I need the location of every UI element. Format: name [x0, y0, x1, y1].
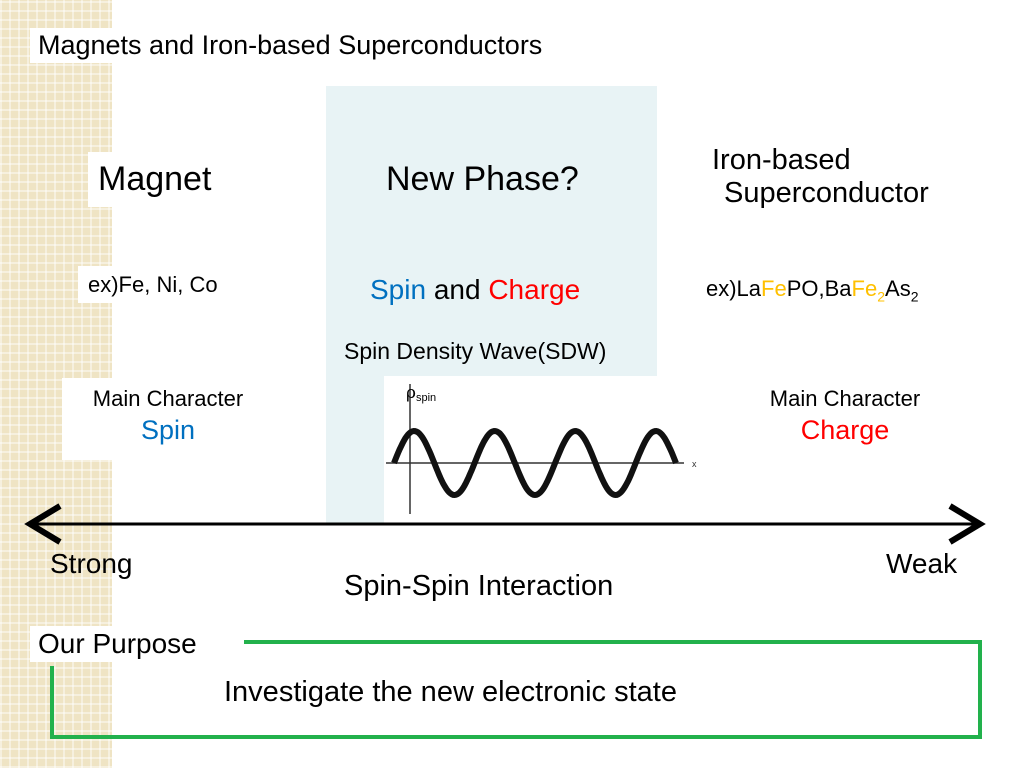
- iron-example-sub1: 2: [877, 288, 886, 305]
- wave-y-label: ρspin: [406, 383, 436, 404]
- magnet-example: ex)Fe, Ni, Co: [78, 266, 228, 304]
- iron-based-title-line2: Superconductor: [724, 177, 929, 210]
- iron-example-fe1: Fe: [761, 276, 787, 301]
- iron-based-title: Iron-based Superconductor: [712, 144, 929, 211]
- sdw-wave-svg: ρspin x: [386, 383, 697, 514]
- spin-and-charge: Spin and Charge: [370, 274, 580, 306]
- iron-based-title-line1: Iron-based: [712, 144, 851, 176]
- magnet-title: Magnet: [88, 152, 222, 208]
- spin-word: Spin: [370, 274, 427, 305]
- iron-main-character-value: Charge: [800, 415, 890, 446]
- sdw-label: Spin Density Wave(SDW): [344, 338, 607, 364]
- wave-rho: ρ: [406, 383, 416, 403]
- iron-example-fe2: Fe: [851, 276, 878, 301]
- new-phase-panel: [326, 86, 657, 382]
- purpose-label: Our Purpose: [30, 626, 205, 663]
- slide-title: Magnets and Iron-based Superconductors: [30, 28, 551, 64]
- sdw-wave-plot: ρspin x: [384, 376, 702, 520]
- weak-label: Weak: [880, 546, 964, 583]
- iron-example: ex)LaFePO,BaFe2As2: [700, 272, 925, 309]
- strong-label: Strong: [50, 548, 133, 579]
- iron-example-part1: ex)La: [706, 276, 762, 301]
- iron-example-sub2: 2: [910, 288, 919, 305]
- wave-x-label: x: [692, 459, 697, 469]
- iron-main-character: Main Character Charge: [742, 378, 948, 460]
- new-phase-title: New Phase?: [386, 160, 579, 198]
- new-phase-panel-lower: [326, 382, 384, 524]
- magnet-main-character-value: Spin: [140, 415, 196, 446]
- magnet-main-character: Main Character Spin: [62, 378, 274, 460]
- purpose-text: Investigate the new electronic state: [224, 676, 677, 708]
- iron-example-as: As: [885, 276, 911, 301]
- and-word: and: [433, 274, 481, 305]
- purpose-frame: [50, 640, 982, 739]
- sdw-wave: [391, 427, 679, 499]
- interaction-caption: Spin-Spin Interaction: [344, 570, 614, 604]
- iron-main-character-label: Main Character: [769, 386, 921, 411]
- charge-word: Charge: [488, 274, 581, 305]
- wave-rho-sub: spin: [416, 392, 436, 404]
- iron-example-part3: PO,Ba: [786, 276, 852, 301]
- magnet-main-character-label: Main Character: [92, 386, 244, 411]
